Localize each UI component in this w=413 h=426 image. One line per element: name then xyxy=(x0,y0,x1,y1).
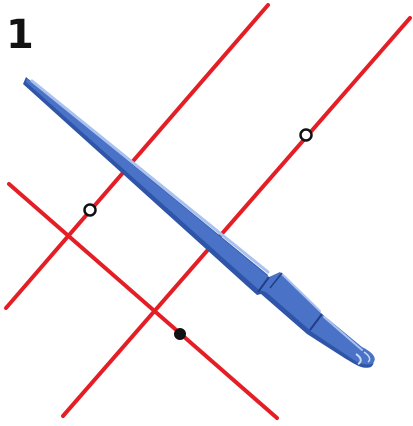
open-point-2 xyxy=(299,128,313,142)
stylus-pen-icon xyxy=(23,77,375,368)
step-number: 1 xyxy=(6,12,34,58)
line-c xyxy=(7,182,279,420)
solid-point xyxy=(174,328,186,340)
line-b xyxy=(61,16,412,418)
line-a xyxy=(4,3,270,310)
open-point-1 xyxy=(83,203,97,217)
